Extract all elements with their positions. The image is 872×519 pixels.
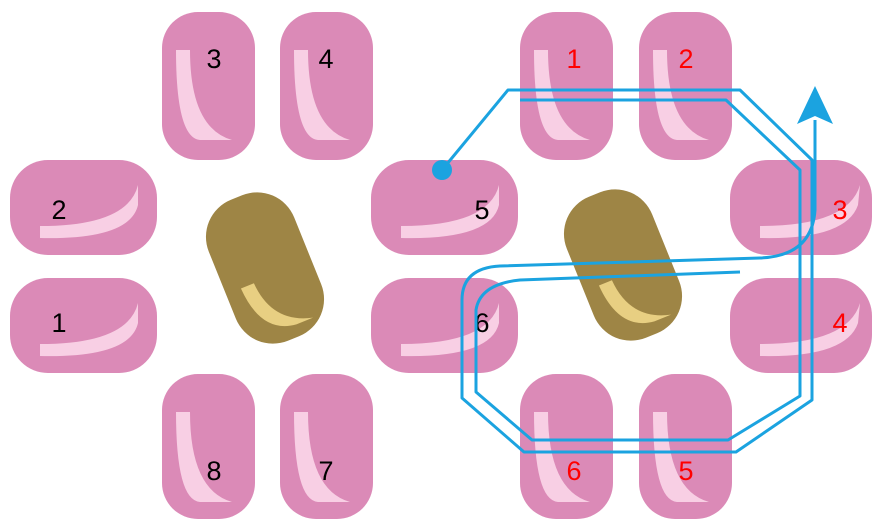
pad-label: 6 xyxy=(474,308,489,338)
wire-outer-loop xyxy=(440,88,817,454)
left-pad-left-lower: 1 xyxy=(10,278,157,373)
left-pad-bottom-right: 7 xyxy=(280,374,373,519)
right-pad-bottom-left: 6 xyxy=(520,374,613,519)
pad-label: 4 xyxy=(318,44,333,74)
right-pad-bottom-right: 5 xyxy=(639,374,732,519)
pad-label: 7 xyxy=(318,456,333,486)
pad-label: 2 xyxy=(678,44,693,74)
pad-label: 8 xyxy=(206,456,221,486)
right-pad-top-left: 1 xyxy=(520,12,613,160)
right-pad-top-right: 2 xyxy=(639,12,732,160)
right-core-chip xyxy=(563,189,683,341)
left-pad-left-upper: 2 xyxy=(10,160,157,255)
wire-inner-loop xyxy=(474,98,802,442)
pad-label: 3 xyxy=(206,44,221,74)
left-pad-top-right: 4 xyxy=(280,12,373,160)
left-pad-top-left: 3 xyxy=(162,12,255,160)
pad-label: 6 xyxy=(566,456,581,486)
pad-label: 2 xyxy=(51,195,66,225)
pad-label: 5 xyxy=(474,195,489,225)
pad-label: 4 xyxy=(832,308,847,338)
left-pad-right-lower: 6 xyxy=(371,278,518,373)
left-pad-bottom-left: 8 xyxy=(162,374,255,519)
pad-label: 1 xyxy=(51,308,66,338)
wire-start-dot xyxy=(432,160,452,180)
left-pad-right-upper: 5 xyxy=(371,160,518,255)
pad-label: 5 xyxy=(678,456,693,486)
left-core-chip xyxy=(205,192,325,344)
winding-wire xyxy=(432,86,833,454)
wire-end-arrow-icon xyxy=(797,86,833,124)
pad-label: 3 xyxy=(832,195,847,225)
pad-label: 1 xyxy=(566,44,581,74)
